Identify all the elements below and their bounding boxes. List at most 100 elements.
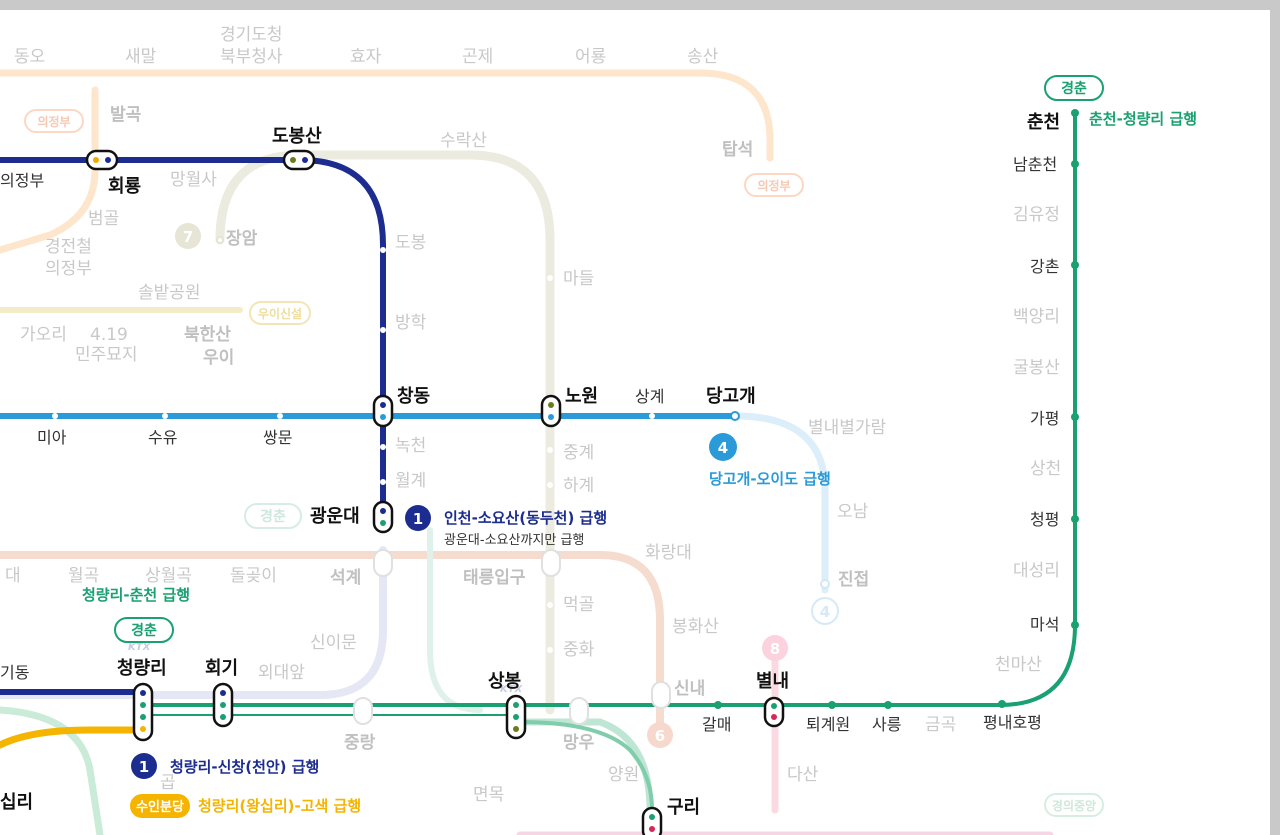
capsule-hoeryong: [85, 149, 119, 171]
dot-lightblue: [548, 414, 554, 420]
dot-green: [220, 702, 226, 708]
line7-number-text: 7: [183, 228, 193, 246]
station-dobongsan[interactable]: 도봉산: [272, 126, 322, 147]
capsule-changdong: [372, 394, 394, 428]
station-cheongnyangni[interactable]: 청량리: [117, 658, 167, 679]
station-label: 대성리: [1013, 561, 1060, 581]
station-label: 신이문: [310, 633, 357, 653]
station-sangbong[interactable]: 상봉: [488, 671, 521, 692]
dot-toegyewon: [828, 701, 836, 709]
station-galmae[interactable]: 갈매: [702, 715, 731, 734]
dot-green: [771, 703, 777, 709]
dot-green2: [140, 714, 146, 720]
station-hoeryong[interactable]: 회룡: [108, 176, 141, 197]
dot-mia: [52, 413, 58, 419]
suin-bundang-line: [0, 726, 147, 749]
line1-number-text-a: 1: [413, 510, 423, 528]
station-byeollae[interactable]: 별내: [756, 671, 789, 692]
station-suyu[interactable]: 수유: [148, 428, 177, 447]
dot-green: [140, 702, 146, 708]
station-label: 석계: [330, 568, 361, 588]
dot-dobong: [380, 247, 386, 253]
express-gwangundae-note: 광운대-소요산까지만 급행: [444, 532, 584, 548]
capsule-seokgye: [373, 549, 393, 577]
station-label: 오남: [837, 502, 869, 522]
station-gapyeong[interactable]: 가평: [1030, 409, 1059, 428]
station-changdong[interactable]: 창동: [397, 386, 430, 407]
station-label: 망월사: [170, 170, 217, 190]
capsule-sinnae: [651, 681, 671, 709]
station-label: 어룡: [575, 47, 606, 67]
gyeongchun-badge-mid-text: 경춘: [131, 622, 157, 639]
station-mia[interactable]: 미아: [37, 428, 67, 447]
uijeongbu-badge-1-text: 의정부: [37, 114, 70, 129]
badges: 경춘 경춘 경춘 수인분당 의정부 의정부 우이신설 경의중앙 4 1 1 7 …: [24, 75, 1104, 818]
station-label: 금곡: [925, 715, 956, 735]
station-nowon[interactable]: 노원: [565, 386, 598, 407]
express-cheongnyangni-gosaek: 청량리(왕십리)-고색 급행: [198, 797, 361, 815]
station-ssangmun[interactable]: 쌍문: [263, 428, 292, 447]
capsule-gwangundae: [372, 500, 394, 534]
station-toegyewon[interactable]: 퇴계원: [806, 715, 850, 734]
station-namchuncheon[interactable]: 남춘천: [1013, 155, 1057, 174]
uijeongbu-lrt-line: [0, 69, 774, 162]
dot-green: [513, 702, 519, 708]
dot-lightblue: [380, 414, 386, 420]
station-dongdaemun-partial[interactable]: 기동: [0, 663, 29, 682]
station-label: 범골: [88, 209, 119, 229]
station-label: 가오리: [20, 325, 67, 345]
station-label: 하계: [563, 476, 594, 496]
line1-number-badge-a: [405, 505, 431, 531]
station-label: 태릉입구: [463, 568, 526, 588]
line7-faded: [215, 150, 555, 715]
station-pyeongnaehopyeong[interactable]: 평내호평: [983, 713, 1042, 732]
ui-sinseol-badge: [249, 301, 311, 325]
express-cheongnyangni-chuncheon: 청량리-춘천 급행: [82, 586, 190, 604]
station-guri[interactable]: 구리: [667, 797, 700, 818]
station-maseok[interactable]: 마석: [1030, 615, 1059, 634]
capsule-mangu: [569, 697, 589, 725]
station-label: 망우: [563, 733, 595, 753]
capsule-cheongnyangni: [132, 682, 154, 742]
station-label: 경기도청: [220, 25, 283, 45]
station-label: 화랑대: [645, 543, 692, 563]
dot-sanggye: [649, 413, 655, 419]
station-label: 곤제: [462, 47, 493, 67]
dot-faded: [547, 482, 553, 488]
dot-olive: [513, 726, 519, 732]
dot-faded: [547, 275, 553, 281]
station-uijeongbu[interactable]: 의정부: [0, 171, 44, 190]
gyeongchun-badge-faded: [244, 503, 302, 529]
station-chuncheon[interactable]: 춘천: [1027, 112, 1060, 133]
station-label: 김유정: [1013, 205, 1060, 225]
station-gangchon[interactable]: 강촌: [1030, 257, 1059, 276]
dot-faded: [547, 647, 553, 653]
dot-orange: [93, 157, 99, 163]
dot-pyeongnaehopyeong: [998, 700, 1006, 708]
dot-green2: [513, 714, 519, 720]
station-hoegi[interactable]: 회기: [205, 658, 238, 679]
dot-gangchon: [1071, 261, 1079, 269]
station-label: 솔밭공원: [138, 283, 201, 303]
dot-blue: [140, 690, 146, 696]
line1-faded-branch: [0, 546, 387, 699]
station-sareung[interactable]: 사릉: [872, 715, 901, 734]
map-canvas: 경춘 경춘 경춘 수인분당 의정부 의정부 우이신설 경의중앙 4 1 1 7 …: [0, 25, 1197, 835]
gyeongui-badge: [1044, 793, 1104, 817]
station-label: 효자: [350, 47, 382, 67]
express-danggogae-oido: 당고개-오이도 급행: [709, 470, 831, 488]
gyeongchun-badge-faded-text: 경춘: [260, 508, 286, 525]
station-gwangundae[interactable]: 광운대: [310, 506, 360, 527]
dot-suyu: [162, 413, 168, 419]
station-danggogae[interactable]: 당고개: [706, 386, 756, 407]
station-label: 중랑: [344, 733, 376, 753]
station-label: 신내: [674, 679, 705, 699]
station-sanggye[interactable]: 상계: [635, 387, 664, 406]
station-cheongpyeong[interactable]: 청평: [1030, 510, 1059, 529]
dot-pink: [771, 714, 777, 720]
station-label: 봉화산: [672, 617, 719, 637]
gyeongchun-line: [141, 113, 1077, 707]
station-label: 양원: [608, 765, 639, 785]
dot-blue: [302, 157, 308, 163]
station-wangsimni[interactable]: 십리: [0, 792, 33, 813]
